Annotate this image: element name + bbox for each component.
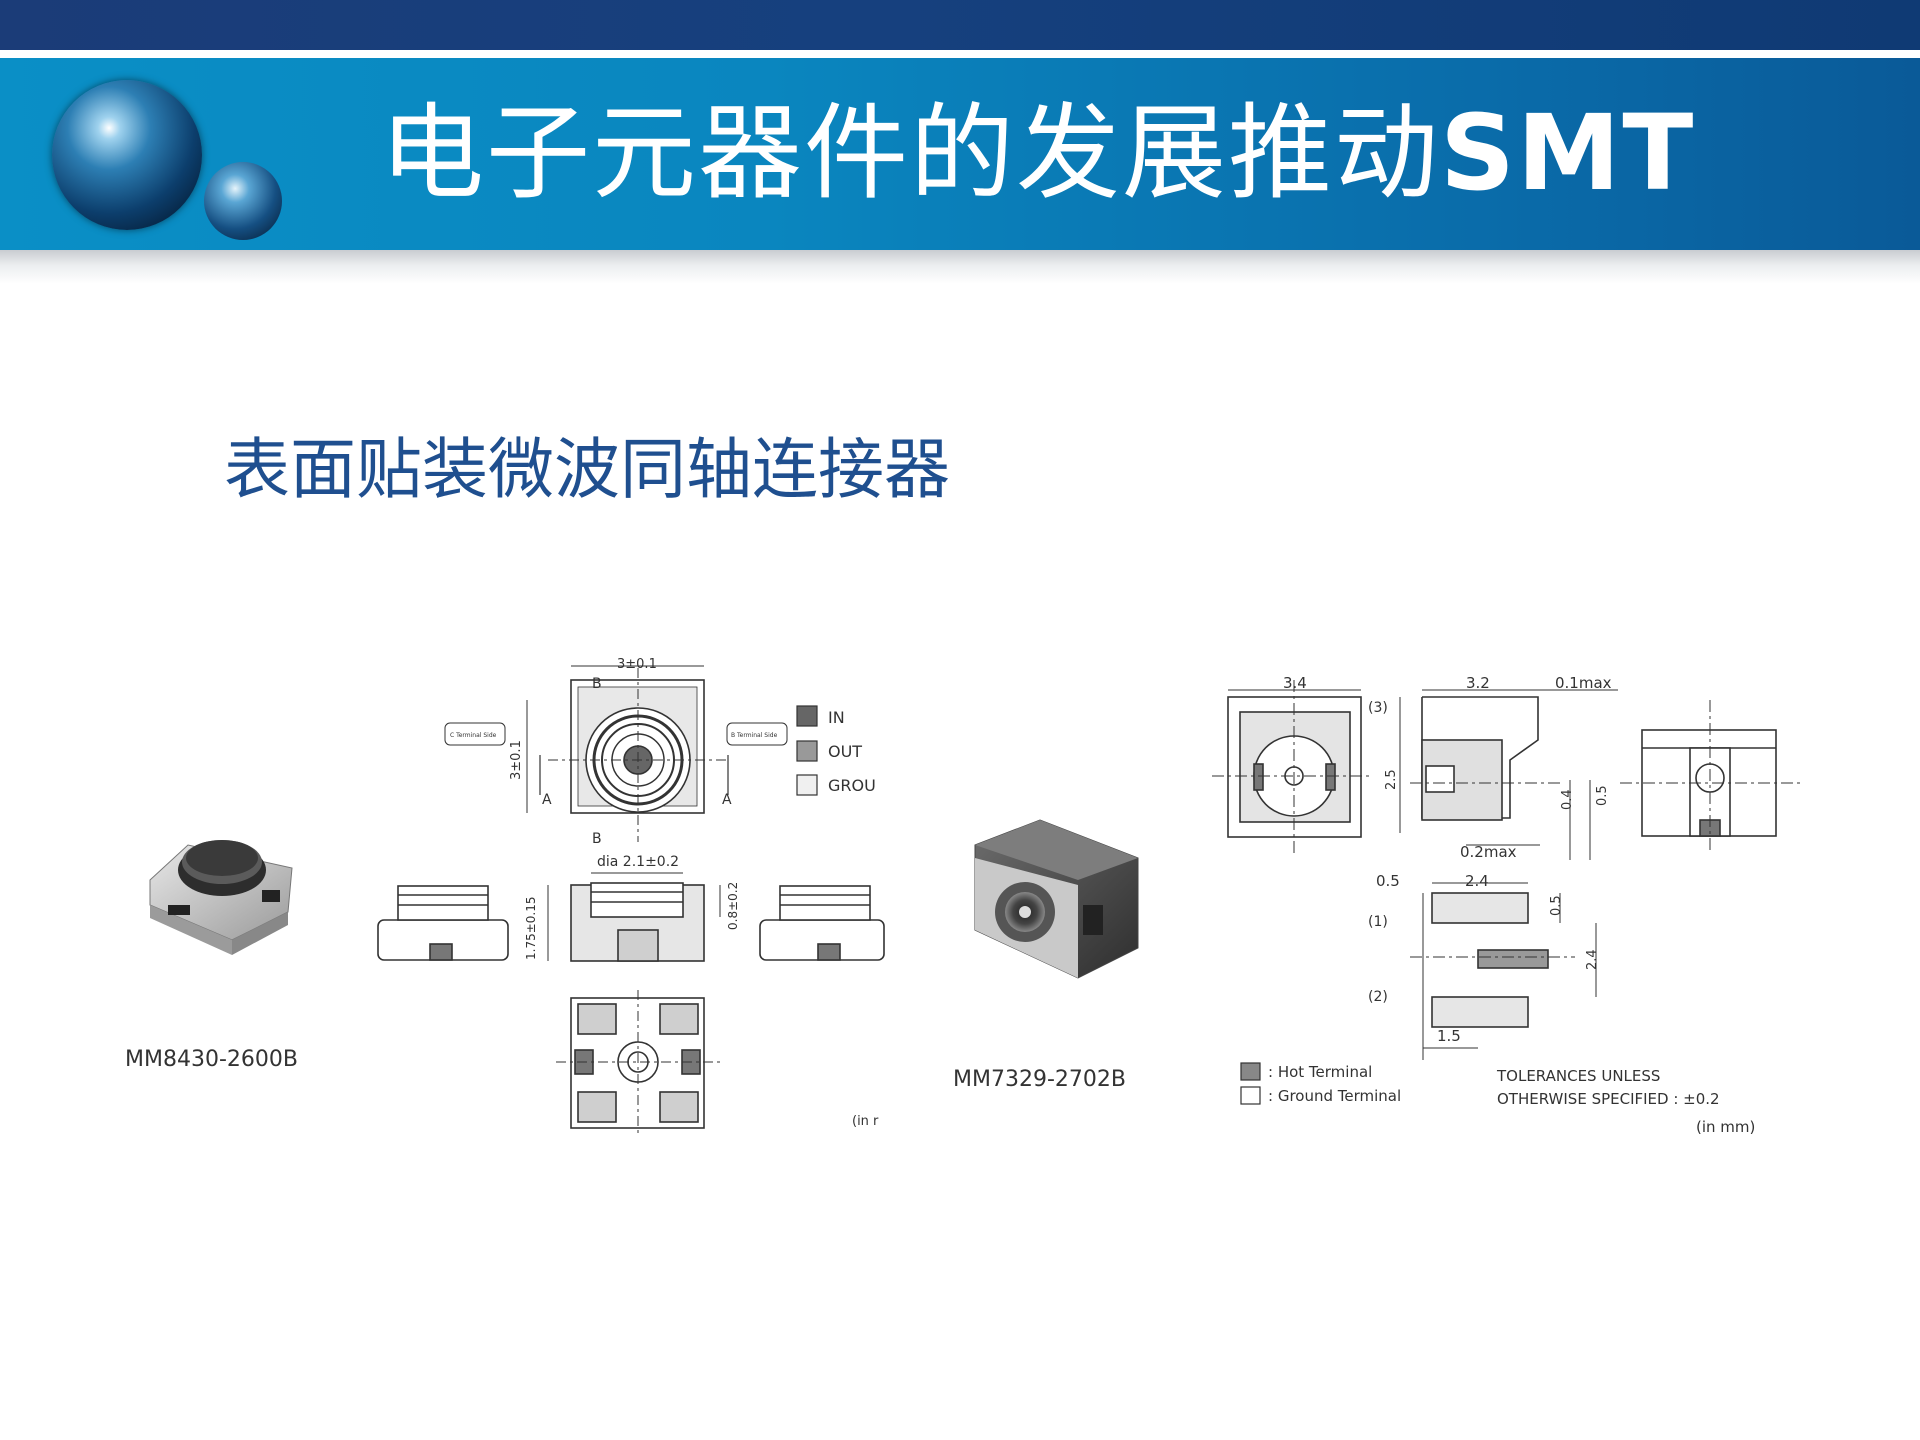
- left-legend-in: IN: [828, 708, 845, 727]
- left-side-view: [547, 872, 721, 962]
- right-pad-05v: 0.5: [1549, 895, 1564, 916]
- right-product-photo: [974, 819, 1139, 979]
- left-legend-ground: GROU: [828, 776, 876, 795]
- right-pad-15: 1.5: [1437, 1027, 1461, 1045]
- right-legend-ground-terminal: : Ground Terminal: [1268, 1087, 1401, 1105]
- slide-title-en: SMT: [1440, 92, 1696, 214]
- right-pad-24: 2.4: [1465, 872, 1489, 890]
- right-unit-note: (in mm): [1696, 1118, 1755, 1136]
- left-dim-width: 3±0.1: [617, 657, 657, 672]
- sphere-logo-small: [204, 162, 282, 240]
- right-end-view: [1620, 700, 1800, 850]
- right-pad-05: 0.5: [1376, 872, 1400, 890]
- left-side-note-right: B Terminal Side: [731, 732, 778, 739]
- left-part-number: MM8430-2600B: [125, 1047, 298, 1072]
- right-tolerance-line1: TOLERANCES UNLESS: [1496, 1067, 1660, 1085]
- right-dim-side-width: 3.2: [1466, 674, 1490, 692]
- left-dim-offset: 0.8±0.2: [726, 882, 740, 930]
- right-part-number: MM7329-2702B: [953, 1067, 1126, 1092]
- right-side-view: [1399, 689, 1618, 860]
- left-section-b-bottom: B: [592, 831, 602, 847]
- right-callout-3: (3): [1368, 700, 1388, 716]
- left-section-b-top: B: [592, 676, 602, 692]
- left-legend: [796, 705, 818, 796]
- right-front-view: [1212, 680, 1372, 855]
- left-dim-height: 3±0.1: [509, 740, 524, 780]
- right-dim-top-width: 3.4: [1283, 674, 1307, 692]
- right-callout-2: (2): [1368, 989, 1388, 1005]
- left-bottom-view: [556, 990, 720, 1136]
- title-bar: [0, 58, 1920, 250]
- right-footprint: [1410, 882, 1597, 1060]
- left-product-photo: [149, 840, 293, 955]
- right-tolerance-line2: OTHERWISE SPECIFIED : ±0.2: [1497, 1090, 1720, 1108]
- right-dim-05: 0.5: [1595, 785, 1610, 806]
- left-top-view: [526, 665, 729, 842]
- right-dim-02max: 0.2max: [1460, 843, 1517, 861]
- top-divider: [0, 50, 1920, 58]
- left-dim-diameter: dia 2.1±0.2: [597, 854, 679, 870]
- right-pad-24v: 2.4: [1585, 949, 1600, 970]
- left-side-note-boxes: [444, 722, 788, 746]
- top-band: [0, 0, 1920, 50]
- left-end-views: [377, 885, 885, 961]
- slide-title: 电子元器件的发展推动SMT: [380, 88, 1900, 218]
- right-dim-04: 0.4: [1560, 789, 1575, 810]
- left-side-note-left: C Terminal Side: [450, 732, 497, 739]
- title-bar-shadow: [0, 250, 1920, 284]
- sphere-logo-large: [52, 80, 202, 230]
- left-unit-note: (in r: [852, 1114, 879, 1129]
- right-legend-hot-terminal: : Hot Terminal: [1268, 1063, 1372, 1081]
- slide-title-cn: 电子元器件的发展推动: [380, 92, 1441, 214]
- slide-subtitle: 表面贴装微波同轴连接器: [224, 431, 950, 508]
- left-legend-out: OUT: [828, 742, 862, 761]
- right-dim-height: 2.5: [1384, 769, 1399, 790]
- left-section-a-right: A: [722, 792, 732, 808]
- right-callout-1: (1): [1368, 914, 1388, 930]
- left-dim-thickness: 1.75±0.15: [524, 897, 538, 961]
- right-dim-max-gap: 0.1max: [1555, 674, 1612, 692]
- right-legend: [1240, 1062, 1261, 1105]
- left-section-a-left: A: [542, 792, 552, 808]
